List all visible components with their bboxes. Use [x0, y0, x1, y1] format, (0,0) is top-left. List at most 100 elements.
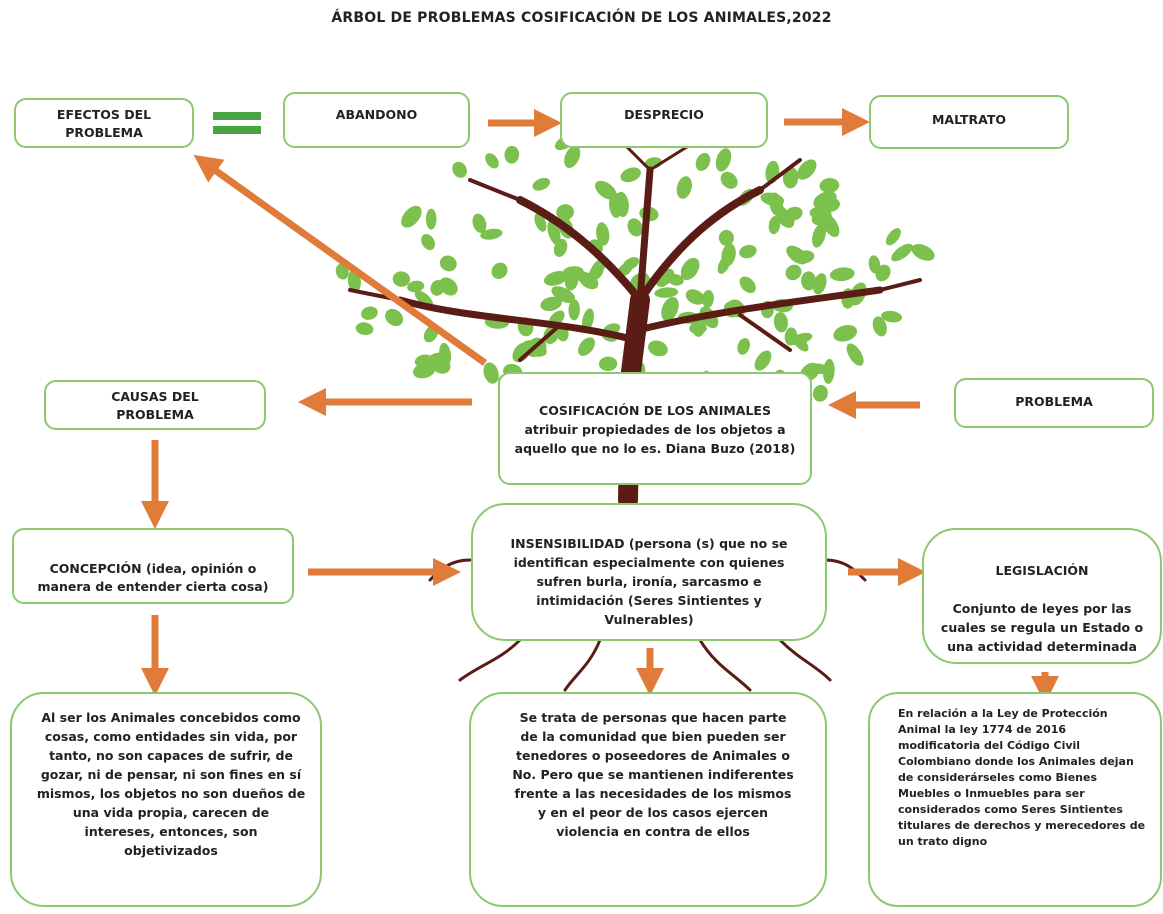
insensibilidad-label: INSENSIBILIDAD: [510, 536, 625, 551]
leaf: [483, 362, 499, 384]
leaf: [829, 267, 855, 282]
leaf: [872, 316, 887, 337]
leaf: [819, 178, 840, 193]
leaf: [627, 218, 643, 237]
leaf: [718, 229, 734, 246]
leaf: [540, 296, 562, 312]
leaf: [564, 145, 581, 168]
root: [698, 638, 752, 692]
leaf: [413, 362, 436, 379]
leaf: [648, 340, 668, 357]
leaf: [833, 324, 858, 342]
leaf: [676, 176, 692, 199]
arrow: [193, 154, 488, 366]
leaf: [811, 209, 832, 226]
concepcion-label: CONCEPCIÓN: [49, 561, 142, 576]
box-abandono: ABANDONO: [283, 92, 470, 148]
root: [778, 638, 832, 682]
leaf: [407, 280, 425, 293]
leaf: [504, 145, 520, 164]
leaf: [425, 208, 437, 230]
insensibilidad-text: (persona (s) que no se identifican espec…: [513, 536, 788, 627]
leaf: [812, 223, 826, 248]
leaf: [452, 161, 467, 178]
branch: [648, 143, 692, 172]
leaf: [773, 312, 788, 333]
leaf: [620, 167, 641, 183]
cosificacion-label: COSIFICACIÓN DE LOS ANIMALES: [539, 403, 771, 418]
box-concepcion: CONCEPCIÓN (idea, opinión o manera de en…: [12, 528, 294, 604]
leaf: [881, 310, 903, 323]
root: [458, 638, 522, 682]
leaf: [485, 153, 499, 169]
leaf: [812, 384, 828, 402]
branch: [758, 158, 802, 192]
leaf: [568, 299, 580, 321]
legislacion-label: LEGISLACIÓN: [995, 563, 1089, 578]
leaf: [680, 257, 700, 281]
branch: [636, 186, 764, 304]
leaf: [695, 152, 711, 171]
leaf: [414, 290, 434, 308]
box-ley: En relación a la Ley de Protección Anima…: [868, 692, 1162, 907]
box-causas: CAUSAS DEL PROBLEMA: [44, 380, 266, 430]
leaf: [556, 204, 574, 221]
concepcion-text: (idea, opinión o manera de entender cier…: [37, 561, 269, 594]
leaf: [813, 191, 836, 209]
leaf: [578, 337, 595, 356]
leaf: [797, 159, 817, 180]
box-legislacion: LEGISLACIÓN Conjunto de leyes por las cu…: [922, 528, 1162, 664]
box-problema: PROBLEMA: [954, 378, 1154, 428]
leaf: [361, 306, 378, 320]
branch: [636, 166, 654, 304]
arrows: [141, 108, 1059, 704]
leaf: [661, 296, 679, 322]
leaf: [432, 358, 451, 374]
leaf: [512, 342, 531, 363]
leaf: [846, 343, 864, 366]
box-insensibilidad: INSENSIBILIDAD (persona (s) que no se id…: [471, 503, 827, 641]
leaf: [534, 213, 547, 232]
branch: [878, 278, 922, 292]
leaf: [789, 332, 813, 346]
leaf: [685, 289, 705, 305]
leaf: [715, 148, 732, 172]
leaf: [532, 177, 551, 191]
root: [823, 558, 867, 582]
tree-branches: [348, 138, 922, 510]
box-desprecio: DESPRECIO: [560, 92, 768, 148]
leaf: [721, 243, 736, 267]
leaf: [737, 338, 750, 355]
leaf: [563, 266, 584, 278]
leaf: [885, 228, 901, 246]
leaf: [480, 228, 503, 240]
leaf: [582, 308, 594, 331]
leaf: [578, 272, 599, 290]
legislacion-text: Conjunto de leyes por las cuales se regu…: [940, 601, 1144, 654]
branch: [518, 323, 562, 362]
cosificacion-text: atribuir propiedades de los objetos a aq…: [514, 422, 796, 456]
leaf: [739, 244, 757, 259]
leaf: [421, 234, 436, 251]
box-cosificacion: COSIFICACIÓN DE LOS ANIMALES atribuir pr…: [498, 372, 812, 485]
branch: [738, 313, 792, 352]
branch: [634, 286, 884, 334]
leaf: [785, 264, 802, 281]
leaf: [739, 276, 756, 294]
box-personas: Se trata de personas que hacen parte de …: [469, 692, 827, 907]
leaf: [801, 271, 817, 291]
box-efectos: EFECTOS DEL PROBLEMA: [14, 98, 194, 148]
leaf: [754, 350, 772, 371]
leaf: [598, 356, 618, 372]
leaf: [702, 290, 714, 308]
box-maltrato: MALTRATO: [869, 95, 1069, 149]
leaf: [654, 287, 679, 298]
branch: [468, 178, 522, 202]
leaf: [769, 192, 784, 217]
leaf: [392, 271, 411, 287]
tree-roots: [428, 558, 867, 692]
branch: [516, 196, 644, 304]
root: [563, 638, 602, 692]
leaf: [768, 215, 781, 235]
